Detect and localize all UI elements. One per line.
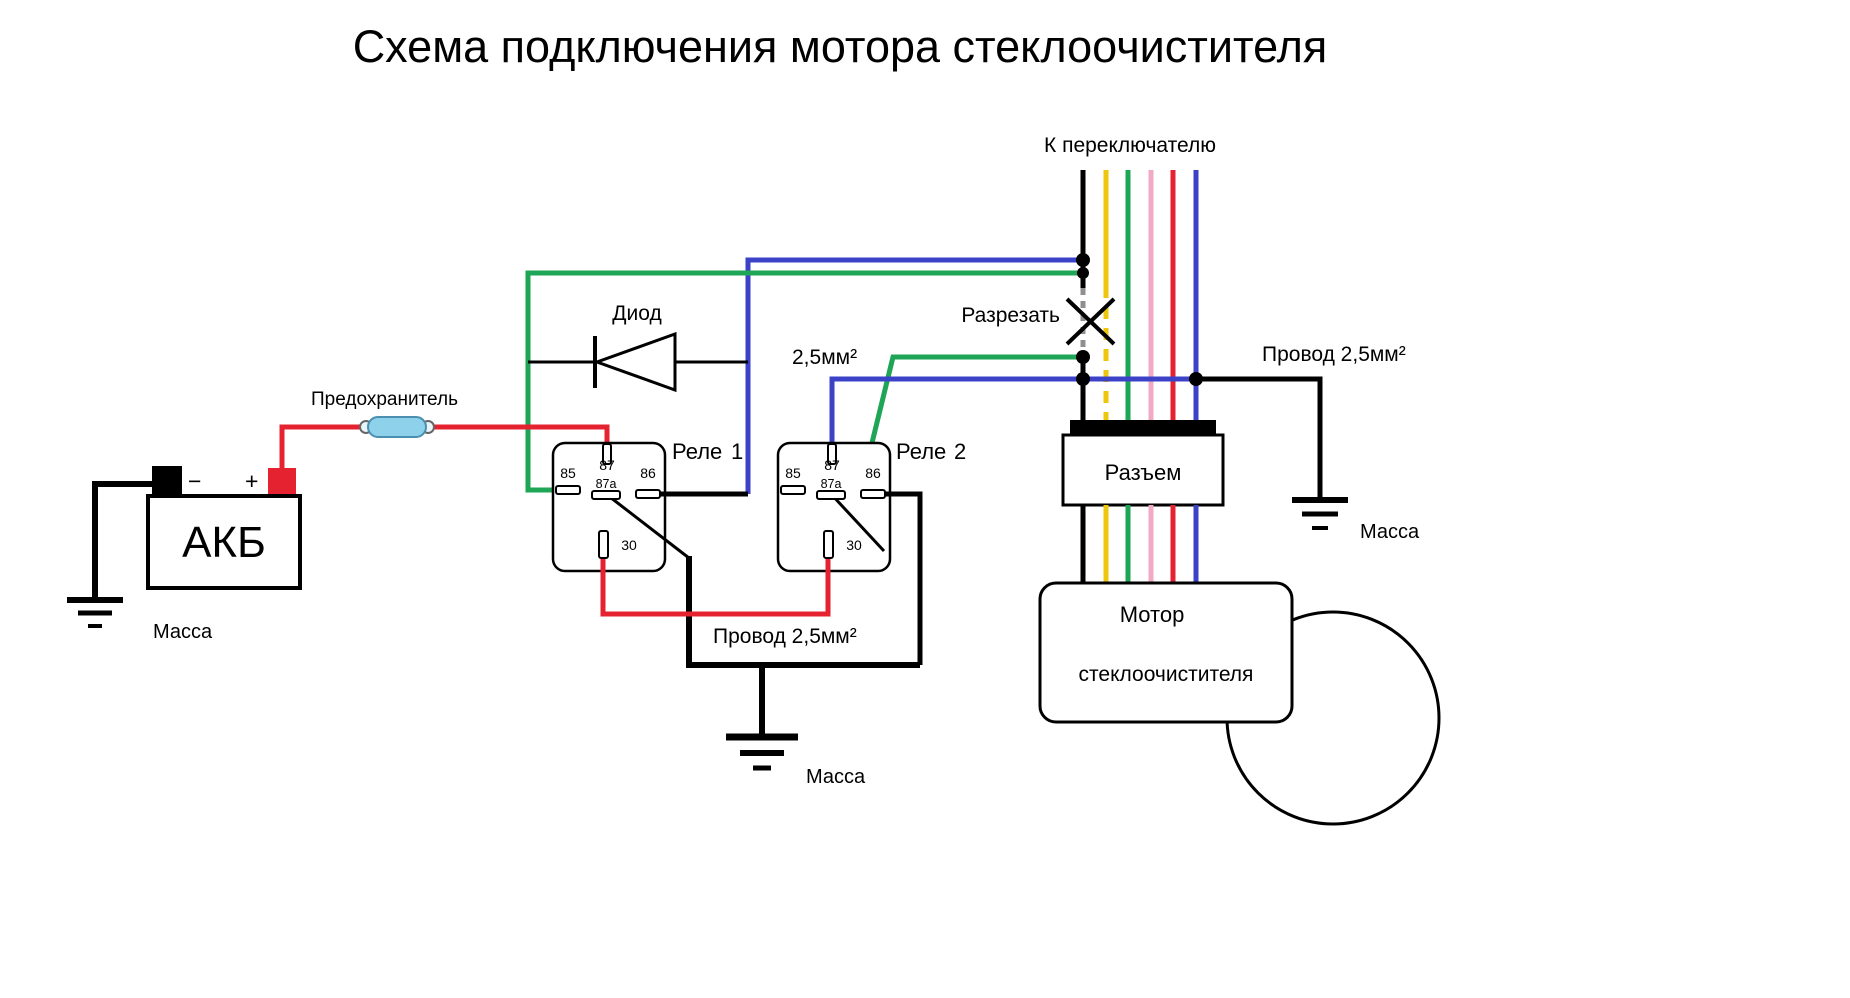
battery-label: АКБ bbox=[182, 518, 266, 567]
battery-plus-sign: + bbox=[245, 468, 258, 494]
ground-icon-right bbox=[1292, 497, 1348, 530]
diode-label: Диод bbox=[612, 302, 661, 325]
wire-battery-negative bbox=[92, 481, 160, 600]
relay1-pin-87-label: 87 bbox=[599, 457, 615, 473]
relay2-pin-86-label: 86 bbox=[865, 465, 881, 481]
relay1-pin-30-slot bbox=[598, 530, 609, 559]
motor-label-line1: Мотор bbox=[1120, 602, 1185, 627]
relay1-pins bbox=[555, 443, 661, 559]
motor-label-line2: стеклоочистителя bbox=[1079, 663, 1254, 686]
to-switch-label: К переключателю bbox=[1044, 134, 1216, 157]
relay2-pins bbox=[780, 443, 886, 559]
fuse-icon bbox=[359, 416, 435, 438]
cut-x-line2 bbox=[1065, 297, 1116, 346]
battery-box bbox=[146, 494, 302, 590]
relay2-pin-30-label: 30 bbox=[846, 537, 862, 553]
junction-dot bbox=[1077, 267, 1089, 279]
motor-wire-bundle bbox=[1080, 505, 1199, 586]
wire-right-label: Провод 2,5мм² bbox=[1262, 343, 1406, 366]
relay1-label: Реле bbox=[672, 439, 722, 464]
connector-flange bbox=[1070, 420, 1216, 435]
ground-label-battery: Масса bbox=[153, 621, 213, 643]
battery-terminal-positive bbox=[268, 468, 296, 496]
relay2-pin-30-slot bbox=[823, 530, 834, 559]
page-title: Схема подключения мотора стеклоочистител… bbox=[353, 21, 1328, 72]
battery-minus-sign: − bbox=[188, 468, 201, 494]
connector-label: Разъем bbox=[1105, 460, 1182, 485]
relay1-pin-87a-slot bbox=[591, 490, 621, 500]
relay1-pin-30-label: 30 bbox=[621, 537, 637, 553]
relay2-label: Реле bbox=[896, 439, 946, 464]
switch-wire-bundle bbox=[1080, 170, 1199, 424]
cut-x-icon bbox=[1065, 297, 1116, 346]
junction-dots bbox=[1076, 253, 1203, 386]
relay2-pin-87a-label: 87a bbox=[821, 477, 842, 491]
relay2-pin-86-slot bbox=[860, 489, 886, 499]
relay1-pin-87a-label: 87a bbox=[596, 477, 617, 491]
relay1-pin-86-label: 86 bbox=[640, 465, 656, 481]
junction-dot bbox=[1076, 253, 1090, 267]
fuse-body bbox=[367, 416, 427, 438]
wire-bottom-label: Провод 2,5мм² bbox=[713, 625, 857, 648]
wire-black-right-ground bbox=[1196, 376, 1323, 500]
relay2-pin-87-label: 87 bbox=[824, 457, 840, 473]
cut-label: Разрезать bbox=[961, 304, 1060, 327]
wire-25-label: 2,5мм² bbox=[792, 346, 857, 369]
wire-relay2-86-to-bus bbox=[885, 491, 923, 665]
relay2-pin-85-label: 85 bbox=[785, 465, 801, 481]
fuse-label: Предохранитель bbox=[311, 389, 458, 410]
battery-terminal-negative bbox=[152, 466, 182, 496]
wire-blue-relay2-to-motor bbox=[829, 376, 1196, 444]
motor-box bbox=[1038, 581, 1294, 724]
connector-box bbox=[1061, 433, 1225, 507]
wire-blue-relay1-to-switch bbox=[745, 257, 1083, 494]
wire-battery-positive bbox=[279, 424, 610, 468]
relay2-pin-87-slot bbox=[827, 443, 837, 465]
relay2-number: 2 bbox=[954, 439, 966, 464]
junction-dot bbox=[1076, 372, 1090, 386]
wire-red-relay-bridge bbox=[600, 558, 831, 617]
diode-icon bbox=[528, 331, 748, 393]
ground-bus bbox=[686, 556, 920, 668]
ground-label-right: Масса bbox=[1360, 521, 1420, 543]
junction-dot bbox=[1189, 372, 1203, 386]
relay2-pin-87a-slot bbox=[816, 490, 846, 500]
wire-green-relay1-to-switch bbox=[525, 270, 1083, 493]
relay1-pin-85-slot bbox=[555, 485, 581, 495]
ground-icon-battery bbox=[67, 597, 123, 628]
relay2-pin-85-slot bbox=[780, 485, 806, 495]
relay1-pin-87-slot bbox=[602, 443, 612, 465]
ground-label-bottom: Масса bbox=[806, 766, 866, 788]
relay1-pin-86-slot bbox=[635, 489, 661, 499]
relay2-switch-arm bbox=[829, 492, 886, 553]
relay1-number: 1 bbox=[731, 439, 743, 464]
junction-dot bbox=[1076, 350, 1090, 364]
relay1-pin-85-label: 85 bbox=[560, 465, 576, 481]
diode-triangle bbox=[592, 331, 677, 393]
ground-icon-bottom bbox=[726, 733, 798, 771]
relay1-switch-arm bbox=[605, 492, 690, 560]
